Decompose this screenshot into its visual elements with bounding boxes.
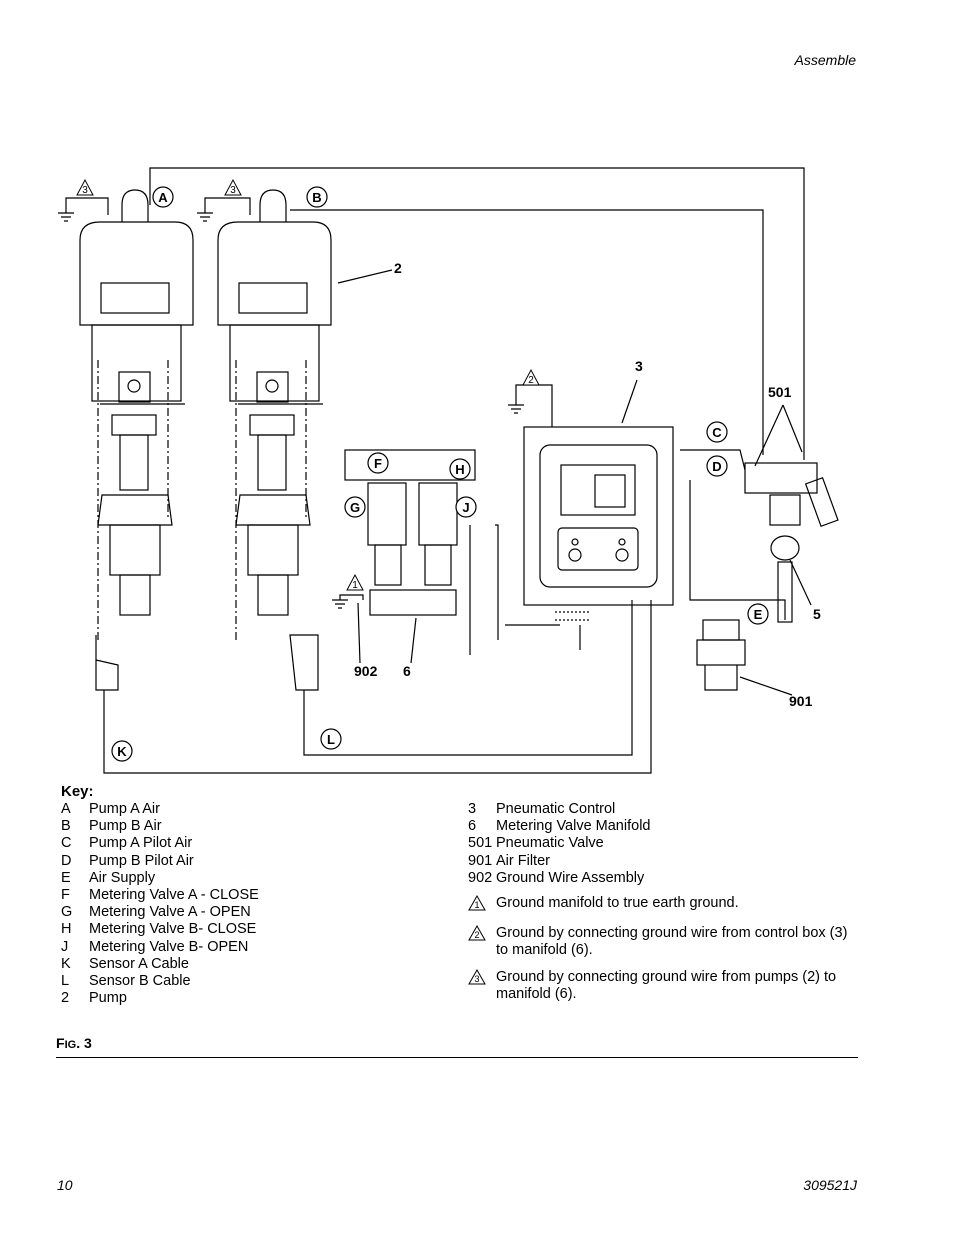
note-item: 2 Ground by connecting ground wire from … — [468, 925, 858, 959]
svg-text:2: 2 — [474, 930, 479, 940]
callout-f: F — [367, 452, 389, 474]
warning-triangle-icon: 2 — [468, 925, 496, 959]
warning-1-manifold: 1 — [346, 573, 364, 591]
svg-text:K: K — [117, 744, 127, 759]
label-501: 501 — [768, 384, 792, 400]
svg-text:E: E — [754, 607, 763, 622]
metering-valve-manifold — [344, 449, 476, 616]
ground-notes: 1 Ground manifold to true earth ground. … — [468, 894, 858, 1012]
figure-caption: FIG. 3 — [56, 1035, 92, 1051]
svg-text:C: C — [712, 425, 722, 440]
callout-c: C — [706, 421, 728, 443]
svg-text:1: 1 — [474, 900, 479, 910]
key-title: Key: — [61, 783, 94, 800]
svg-text:1: 1 — [352, 580, 358, 591]
callout-l: L — [320, 728, 342, 750]
label-902: 902 — [354, 663, 378, 679]
callout-j: J — [455, 496, 477, 518]
label-3: 3 — [635, 358, 643, 374]
svg-text:A: A — [158, 190, 168, 205]
assembly-diagram: 3 3 2 1 A B C D E F G H J K L 2 3 501 5 … — [58, 167, 839, 774]
pump-b — [217, 189, 332, 730]
callout-e: E — [747, 603, 769, 625]
svg-text:3: 3 — [82, 185, 88, 196]
svg-text:D: D — [712, 459, 721, 474]
pneumatic-control-box — [523, 426, 674, 621]
label-901: 901 — [789, 693, 813, 709]
svg-text:G: G — [350, 500, 360, 515]
document-number: 309521J — [803, 1177, 857, 1193]
svg-text:B: B — [312, 190, 321, 205]
note-item: 1 Ground manifold to true earth ground. — [468, 894, 858, 916]
svg-text:J: J — [462, 500, 469, 515]
label-6: 6 — [403, 663, 411, 679]
callout-k: K — [111, 740, 133, 762]
svg-text:F: F — [374, 456, 382, 471]
svg-text:L: L — [327, 732, 335, 747]
air-filter — [696, 619, 746, 691]
page-number: 10 — [57, 1177, 73, 1193]
warning-3-pump-b: 3 — [224, 178, 242, 196]
label-5: 5 — [813, 606, 821, 622]
figure-divider — [56, 1057, 858, 1058]
callout-a: A — [152, 186, 174, 208]
callout-b: B — [306, 186, 328, 208]
warning-triangle-icon: 1 — [468, 894, 496, 916]
callout-h: H — [449, 458, 471, 480]
label-2: 2 — [394, 260, 402, 276]
warning-triangle-icon: 3 — [468, 968, 496, 1003]
callout-d: D — [706, 455, 728, 477]
svg-text:3: 3 — [474, 974, 479, 984]
svg-text:H: H — [455, 462, 464, 477]
svg-text:2: 2 — [528, 375, 534, 386]
note-item: 3 Ground by connecting ground wire from … — [468, 968, 858, 1003]
svg-text:3: 3 — [230, 185, 236, 196]
warning-3-pump-a: 3 — [76, 178, 94, 196]
warning-2-control: 2 — [522, 368, 540, 386]
pneumatic-valve-501 — [744, 462, 839, 623]
section-title: Assemble — [794, 52, 856, 68]
pump-a — [79, 189, 194, 730]
callout-g: G — [344, 496, 366, 518]
